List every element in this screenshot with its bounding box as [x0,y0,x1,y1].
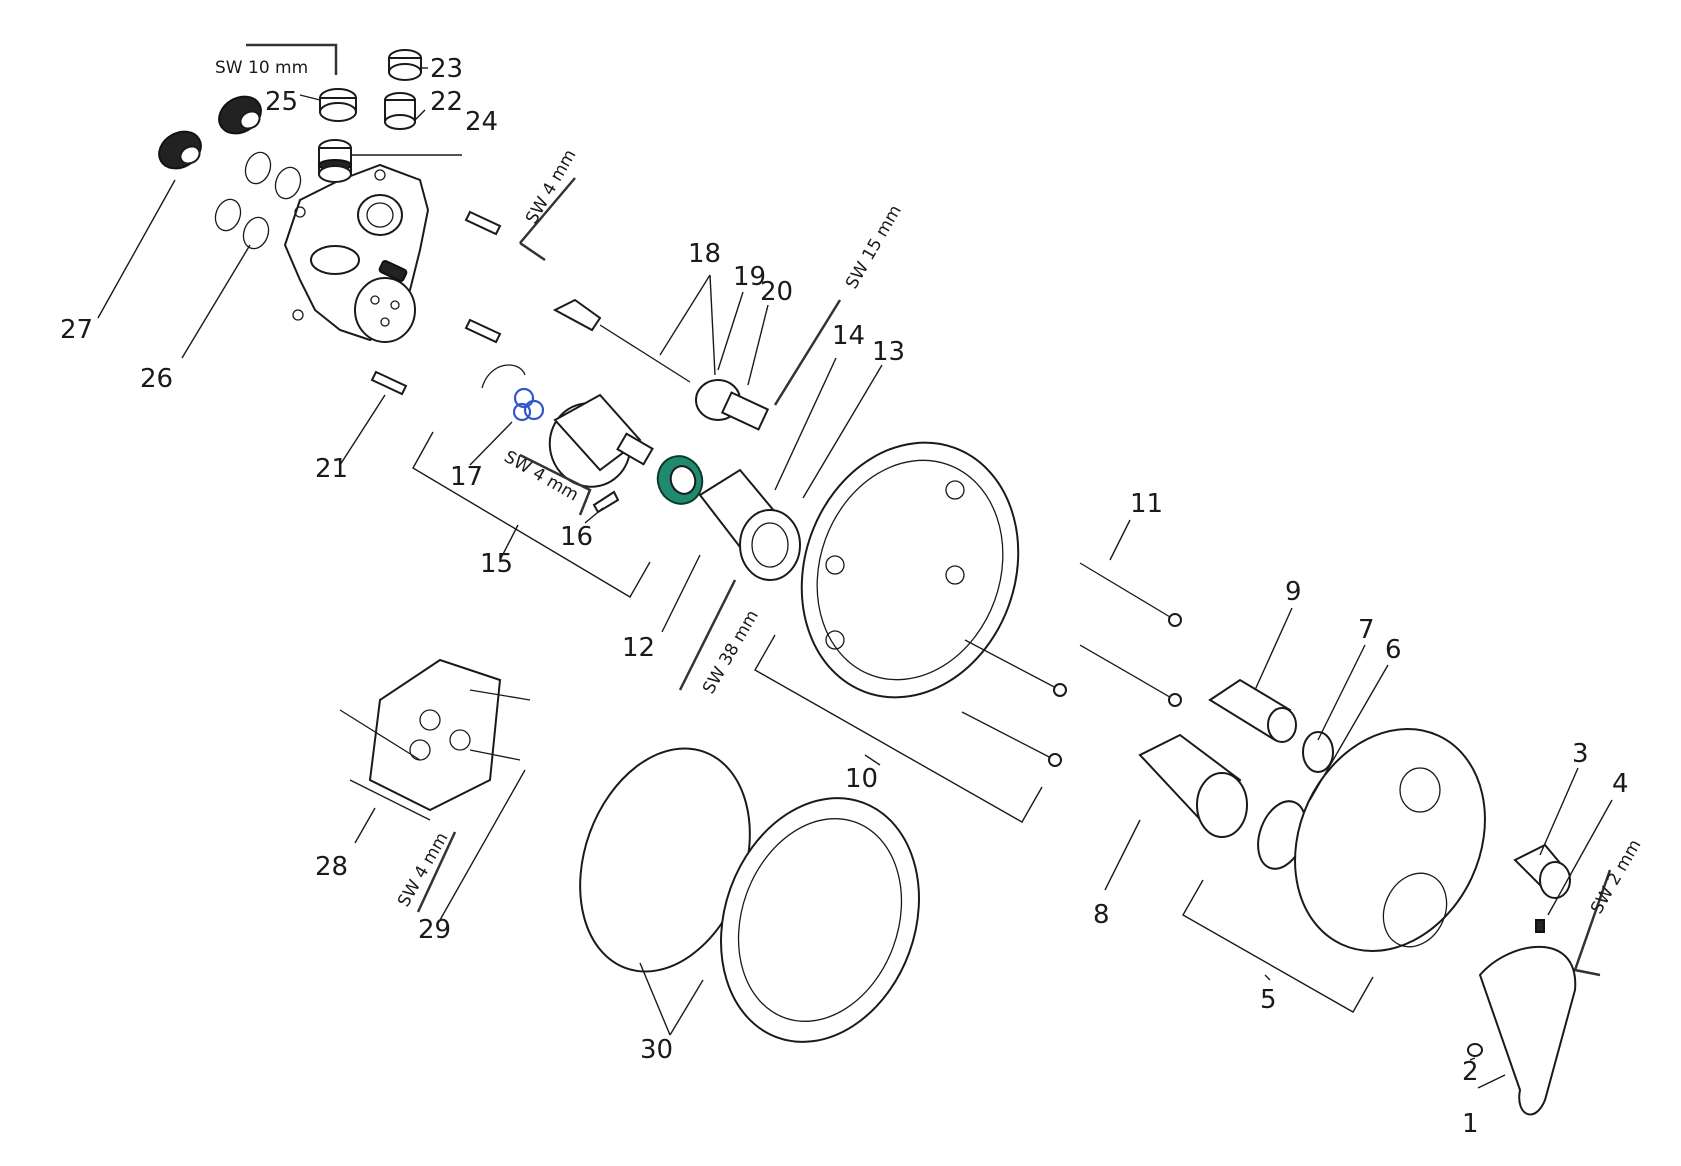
callout-10: 10 [845,764,878,794]
callout-6: 6 [1385,635,1402,665]
callout-labels: 1 2 3 4 5 6 7 8 9 10 11 12 13 14 15 16 1… [60,54,1629,1139]
part-21-screws [370,210,502,396]
part-5-cover-plate [1294,728,1486,952]
leader-lines [97,67,1613,1089]
callout-9: 9 [1285,577,1302,607]
part-28-mounting-plate [339,658,531,821]
part-15-cartridge [548,393,654,488]
callout-18: 18 [688,239,721,269]
callout-14: 14 [832,321,865,351]
part-19-20-diverter [695,379,770,431]
callout-1: 1 [1462,1109,1479,1139]
sw4-bottom-key [416,831,457,913]
callout-12: 12 [622,633,655,663]
part-30-ring [720,797,920,1043]
callout-15: 15 [480,549,513,579]
sw15-wrench [773,299,842,406]
part-16-screw [592,490,620,514]
tool-label-sw38: SW 38 mm [699,607,763,698]
part-23-plug [388,49,422,81]
part-7-ring [1302,731,1334,773]
callout-30: 30 [640,1035,673,1065]
tool-label-sw4-top: SW 4 mm [522,146,580,227]
callout-16: 16 [560,522,593,552]
part-2-screw [1467,1043,1483,1057]
callout-28: 28 [315,852,348,882]
callout-29: 29 [418,915,451,945]
part-13-plate [800,441,1020,699]
part-nut-highlight [656,455,704,505]
callout-11: 11 [1130,489,1163,519]
callout-2: 2 [1462,1057,1479,1087]
callout-26: 26 [140,364,173,394]
callout-23: 23 [430,54,463,84]
part-18-rod [552,298,691,383]
callout-27: 27 [60,315,93,345]
callout-24: 24 [465,107,498,137]
callout-19: 19 [733,262,766,292]
callout-21: 21 [315,454,348,484]
sw38-wrench [678,579,737,691]
part-26-o-rings [214,151,302,250]
part-27-cap [158,130,202,170]
callout-13: 13 [872,337,905,367]
part-24-cartridge [318,139,352,183]
part-12-sleeve [698,468,801,581]
sw2-key [1573,869,1612,977]
callout-8: 8 [1093,900,1110,930]
part-27b-cap [218,95,262,135]
part-9-extension [1208,678,1297,743]
callout-3: 3 [1572,739,1589,769]
part-1-lever [1478,945,1577,1116]
callout-5: 5 [1260,985,1277,1015]
tool-label-sw2: SW 2 mm [1587,836,1645,917]
tool-label-sw10: SW 10 mm [215,58,308,78]
callout-20: 20 [760,277,793,307]
part-25-plug [319,88,357,122]
part-4-grub-screw [1535,919,1545,933]
tool-label-sw15: SW 15 mm [842,202,906,293]
callout-7: 7 [1358,615,1375,645]
callout-4: 4 [1612,769,1629,799]
part-17-clip [481,364,545,422]
part-22-check-valve [384,92,416,130]
callout-17: 17 [450,462,483,492]
part-8-sleeve [1138,733,1248,838]
valve-body [283,163,430,343]
callout-25: 25 [265,87,298,117]
callout-22: 22 [430,87,463,117]
part-11-screws [961,562,1182,767]
